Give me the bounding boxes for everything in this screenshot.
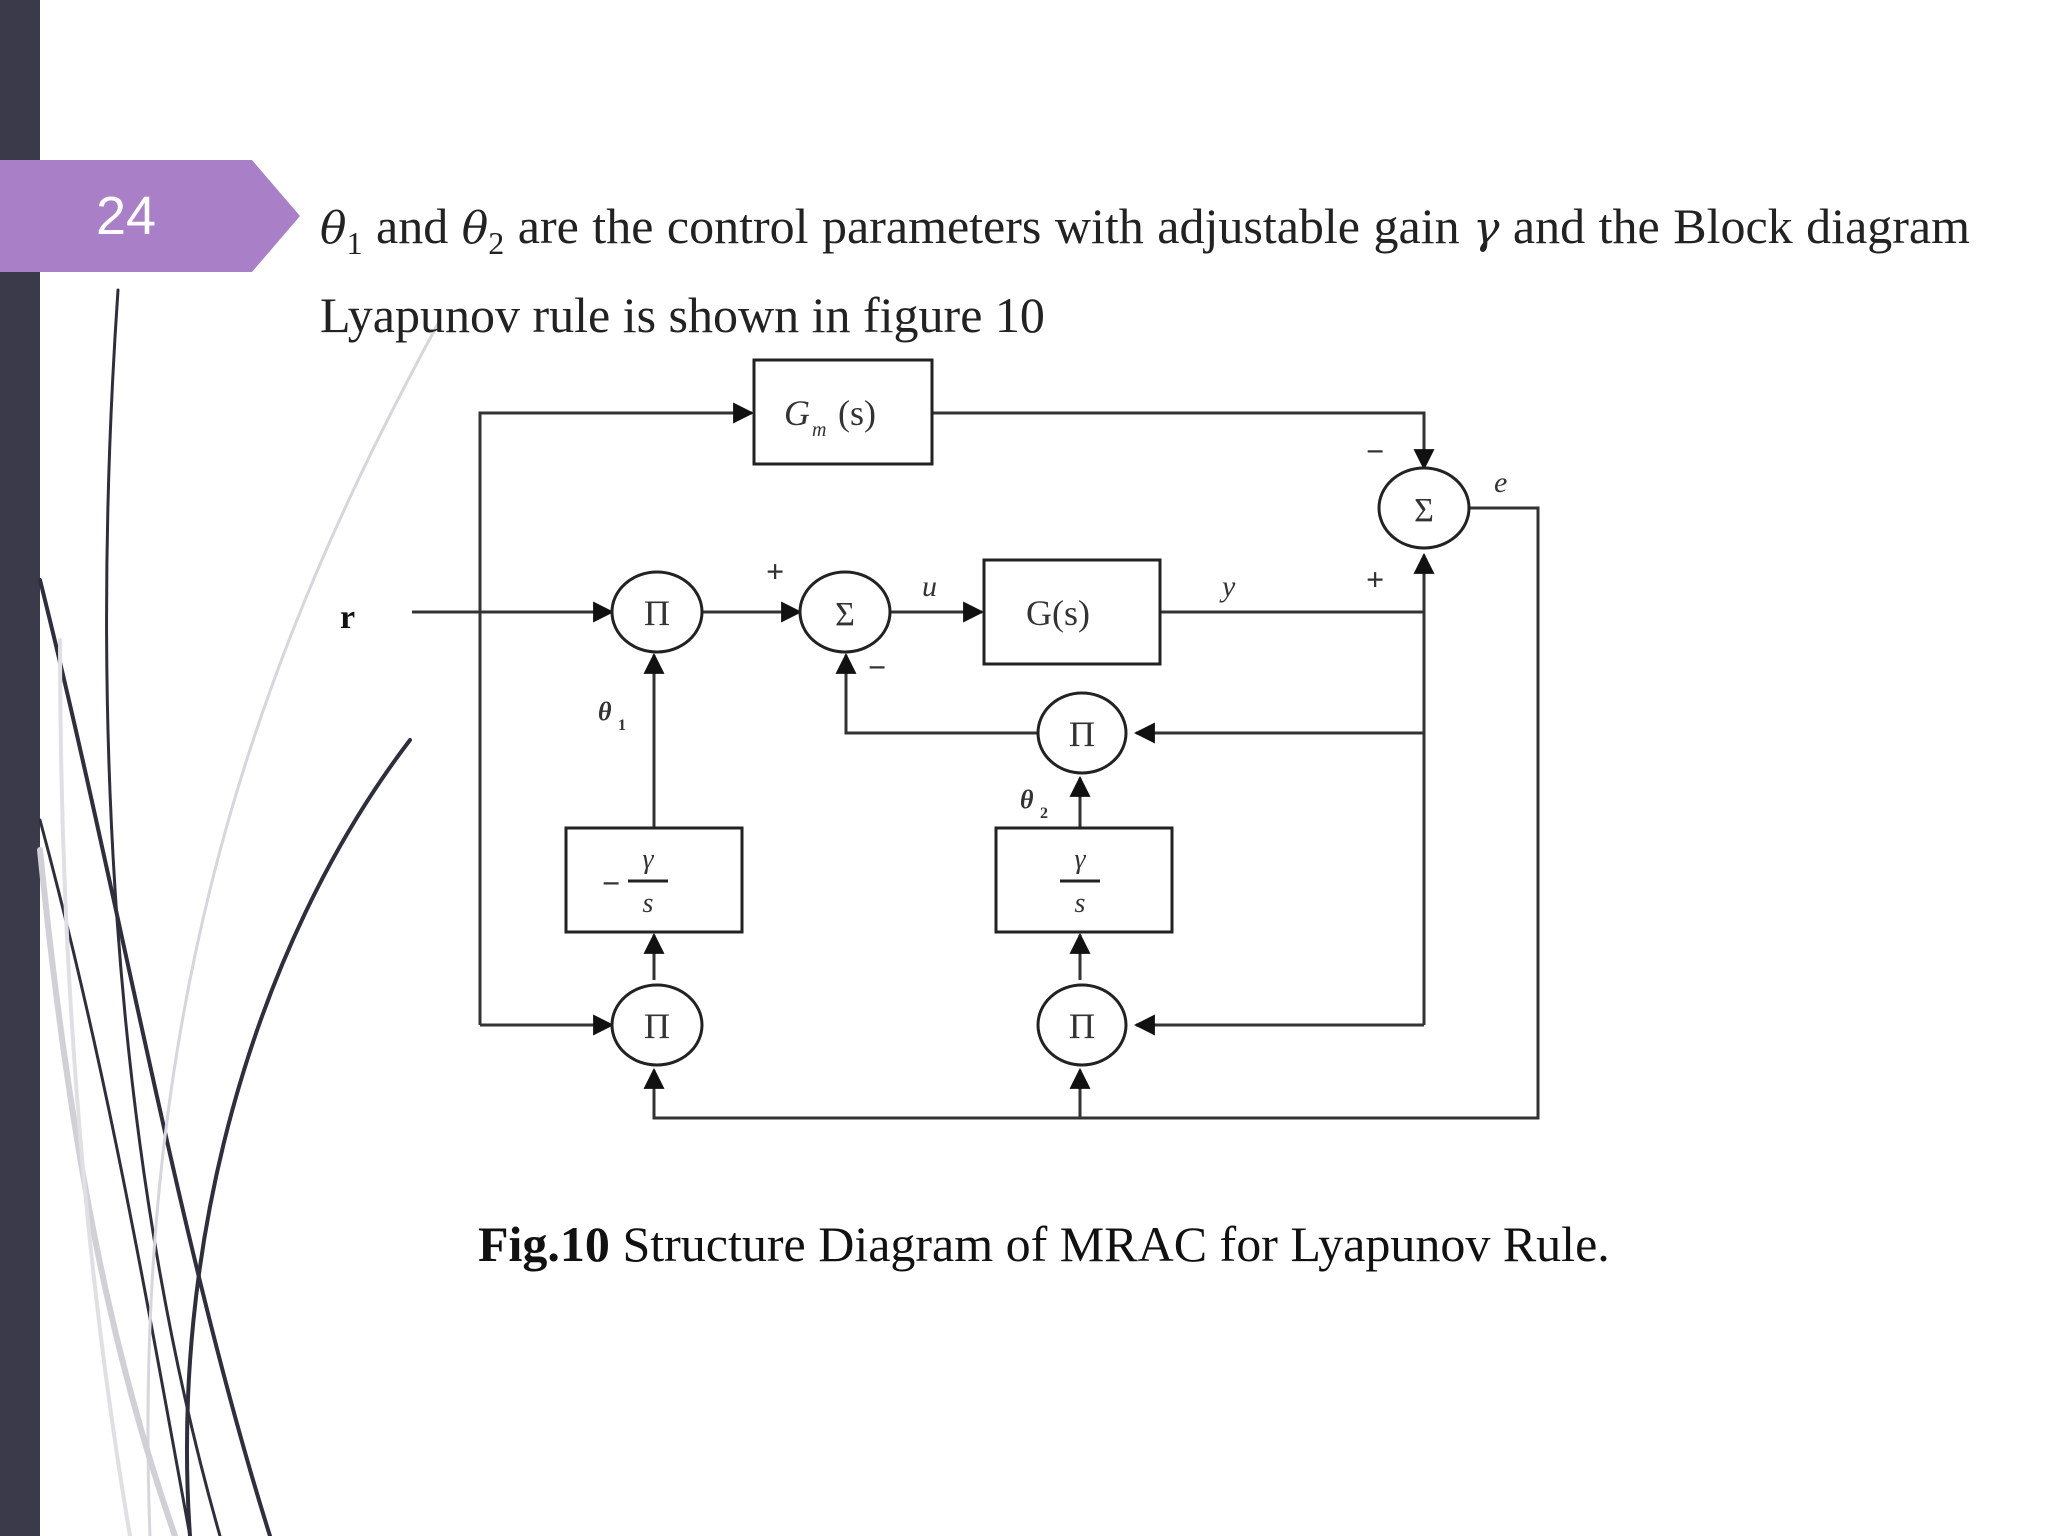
badge-shape xyxy=(0,160,300,272)
sum-node-1 xyxy=(798,570,892,654)
figure-caption: Fig.10 Structure Diagram of MRAC for Lya… xyxy=(478,1215,1778,1273)
sum-symbol-1: Σ xyxy=(835,596,855,633)
error-sum-plus-sign: + xyxy=(1366,561,1384,597)
integrator1-sign: − xyxy=(602,865,620,901)
integrator2-numerator: γ xyxy=(1074,844,1086,875)
signal-y-label: y xyxy=(1219,570,1236,603)
integrator2-denominator: s xyxy=(1075,888,1086,919)
model-block xyxy=(752,358,934,466)
and-text: and xyxy=(362,198,462,254)
page-number: 24 xyxy=(95,186,157,246)
body-paragraph: θ1 and θ2 are the control parameters wit… xyxy=(320,190,1970,351)
theta1-subscript: 1 xyxy=(346,225,363,261)
input-label-r: r xyxy=(340,599,355,636)
model-block-subscript: m xyxy=(812,419,826,441)
sum1-plus-sign: + xyxy=(766,553,784,589)
caption-prefix: Fig.10 xyxy=(478,1216,610,1272)
signal-e-label: e xyxy=(1494,466,1507,499)
product-node-1 xyxy=(610,570,704,654)
product-node-theta2 xyxy=(1036,691,1128,775)
middle-text: are the control parameters with adjustab… xyxy=(504,198,1474,254)
sum-node-error xyxy=(1377,466,1471,550)
plant-block xyxy=(982,558,1162,666)
product-symbol-1: Π xyxy=(644,593,670,633)
plant-block-label: G(s) xyxy=(1026,593,1090,633)
theta1-symbol: θ xyxy=(320,203,347,254)
theta1-diagram-subscript: 1 xyxy=(618,717,626,734)
sum1-minus-sign: − xyxy=(868,649,886,685)
sum-symbol-error: Σ xyxy=(1414,492,1434,529)
integrator1-numerator: γ xyxy=(642,844,654,875)
theta2-subscript: 2 xyxy=(488,225,505,261)
integrator1-denominator: s xyxy=(643,888,654,919)
tail-text: and the Block diagram Lyapunov rule is s… xyxy=(320,198,1970,343)
theta1-diagram-label: θ xyxy=(598,697,612,726)
gamma-symbol: γ xyxy=(1473,203,1500,254)
caption-text: Structure Diagram of MRAC for Lyapunov R… xyxy=(609,1216,1610,1272)
theta2-diagram-label: θ xyxy=(1020,785,1034,814)
theta2-diagram-subscript: 2 xyxy=(1040,805,1048,822)
signal-u-label: u xyxy=(922,570,937,603)
product-node-4 xyxy=(1036,983,1128,1067)
error-sum-minus-sign: − xyxy=(1366,433,1384,469)
product-node-3 xyxy=(610,983,704,1067)
model-block-label: G xyxy=(784,393,810,433)
product-symbol-3: Π xyxy=(644,1006,670,1046)
model-block-arg: (s) xyxy=(838,393,876,433)
theta2-symbol: θ xyxy=(461,203,489,254)
page-number-badge xyxy=(0,160,300,272)
product-symbol-theta2: Π xyxy=(1069,714,1095,754)
product-symbol-4: Π xyxy=(1069,1006,1095,1046)
